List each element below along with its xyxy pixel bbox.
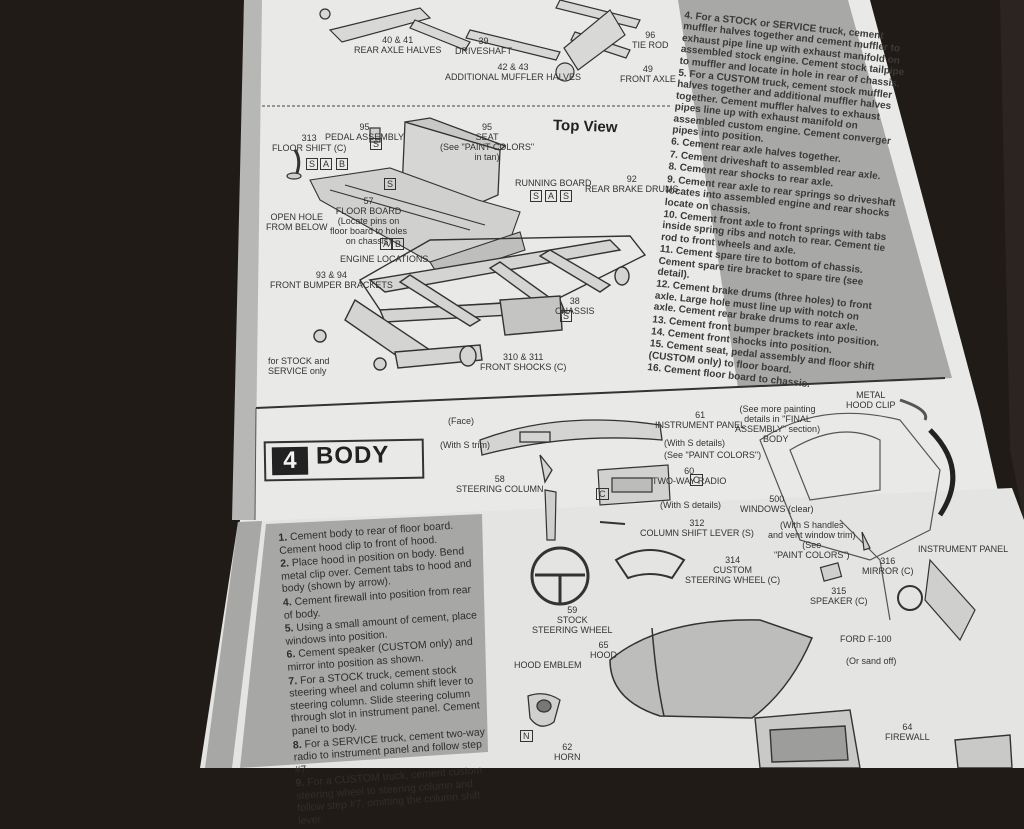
- steering-column-drawing: [544, 489, 626, 541]
- paper-grey-border-left: [232, 0, 262, 520]
- pedal-assembly-label: 95 PEDAL ASSEMBLY: [325, 122, 405, 142]
- part-letter-box: N: [520, 730, 533, 742]
- part-letter-box: S: [560, 310, 573, 322]
- pedal-and-shifter-drawing: [286, 127, 381, 180]
- with-s-trim-label: (With S trim): [440, 440, 490, 450]
- face-label: (Face): [448, 416, 475, 426]
- speaker-label: 315 SPEAKER (C): [810, 586, 868, 606]
- seat-label: 95 SEAT (See "PAINT COLORS" in tan): [440, 122, 535, 162]
- custom-steering-wheel-label: 314 CUSTOM STEERING WHEEL (C): [685, 555, 781, 585]
- handles-label: (With S handles and vent window trim) (S…: [768, 520, 856, 560]
- part-letter-box: A: [320, 158, 333, 170]
- open-hole-label: OPEN HOLE FROM BELOW: [266, 212, 328, 232]
- part-letter-box: S: [370, 138, 383, 150]
- ford-f100-label: FORD F-100: [840, 634, 892, 644]
- see-paint-colors-label: (See "PAINT COLORS"): [664, 450, 762, 460]
- instruction-sheet-scene: [200, 0, 1024, 768]
- part-letter-box: A: [545, 190, 558, 202]
- step-number: 4: [271, 446, 309, 476]
- cab-body-drawing: [759, 398, 956, 621]
- column-shift-lever-label: 312 COLUMN SHIFT LEVER (S): [640, 518, 754, 538]
- steering-wheels-drawing: [530, 546, 686, 606]
- engine-locations-label: ENGINE LOCATIONS: [340, 254, 429, 264]
- floor-board-label: 57 FLOOR BOARD (Locate pins on floor boa…: [330, 196, 408, 246]
- hood-drawing: [609, 619, 814, 719]
- with-s-details-label: (With S details): [664, 438, 726, 448]
- paper-grey-border-lower: [205, 521, 262, 768]
- part-letter-box: S: [530, 190, 543, 202]
- stock-steering-wheel-label: 59 STOCK STEERING WHEEL: [532, 605, 613, 635]
- part-letter-box: B: [336, 158, 349, 170]
- instrument-panel-right-label: INSTRUMENT PANEL: [918, 544, 1009, 554]
- axle-parts-drawing: [319, 0, 641, 82]
- hood-label: 65 HOOD: [590, 640, 617, 660]
- part-letter-box: A: [380, 238, 393, 250]
- firewall-label: 64 FIREWALL: [885, 722, 930, 742]
- instrument-panel-drawing: [479, 419, 663, 484]
- rear-axle-label: 40 & 41 REAR AXLE HALVES: [354, 35, 442, 55]
- stock-service-label: for STOCK and SERVICE only: [268, 356, 330, 376]
- divider-vertical: [254, 407, 257, 521]
- metal-hood-clip-label: METAL HOOD CLIP: [846, 390, 896, 410]
- top-view-title: Top View: [552, 116, 618, 137]
- windows-label: 500 WINDOWS (clear): [740, 494, 814, 514]
- part-letter-box: S: [560, 190, 573, 202]
- part-letter-box: C: [596, 488, 609, 500]
- part-letter-box: B: [392, 238, 405, 250]
- text-band-left: [240, 514, 488, 768]
- hood-emblem-drawing: [527, 693, 561, 727]
- instrument-panel-label: 61 INSTRUMENT PANEL: [655, 410, 746, 430]
- with-s-details-2-label: (With S details): [660, 500, 722, 510]
- part-letter-box: C: [690, 474, 703, 486]
- step-title: BODY: [315, 441, 390, 470]
- additional-muffler-label: 42 & 43 ADDITIONAL MUFFLER HALVES: [445, 62, 582, 82]
- running-board-label: RUNNING BOARD: [515, 178, 592, 188]
- steering-column-label: 58 STEERING COLUMN: [456, 474, 544, 494]
- see-more-painting-label: (See more painting details in "FINAL ASS…: [735, 404, 821, 434]
- body-label: BODY: [763, 434, 789, 444]
- part-letter-box: S: [384, 178, 397, 190]
- front-axle-label: 49 FRONT AXLE: [620, 64, 676, 84]
- tie-rod-label: 96 TIE ROD: [632, 30, 669, 50]
- chassis-label: 38 CHASSIS: [555, 296, 595, 316]
- mirror-speaker-drawing: [819, 531, 976, 642]
- rear-brake-drums-label: 92 REAR BRAKE DRUMS: [585, 174, 679, 194]
- firewall-drawing: [754, 709, 1013, 768]
- left-steps-list: 1. Cement body to rear of floor board. C…: [278, 518, 494, 829]
- hood-emblem-label: HOOD EMBLEM: [514, 660, 582, 670]
- part-letter-box: S: [306, 158, 319, 170]
- floor-shift-label: 313 FLOOR SHIFT (C): [272, 133, 347, 153]
- text-band-right: [678, 0, 952, 388]
- desk-right-edge: [1000, 0, 1024, 520]
- chassis-drawing: [313, 235, 647, 371]
- right-steps-list: 4. For a STOCK or SERVICE truck, cement …: [647, 10, 914, 399]
- radio-drawing: [597, 464, 671, 506]
- two-way-radio-label: 60 TWO-WAY RADIO: [652, 466, 727, 486]
- horn-label: 62 HORN: [554, 742, 581, 762]
- driveshaft-label: 39 DRIVESHAFT: [455, 36, 513, 56]
- or-sand-off-label: (Or sand off): [846, 656, 897, 666]
- mirror-label: 316 MIRROR (C): [862, 556, 914, 576]
- front-bumper-brackets-label: 93 & 94 FRONT BUMPER BRACKETS: [270, 270, 393, 290]
- front-shocks-label: 310 & 311 FRONT SHOCKS (C): [480, 352, 567, 372]
- divider-section: [255, 377, 946, 409]
